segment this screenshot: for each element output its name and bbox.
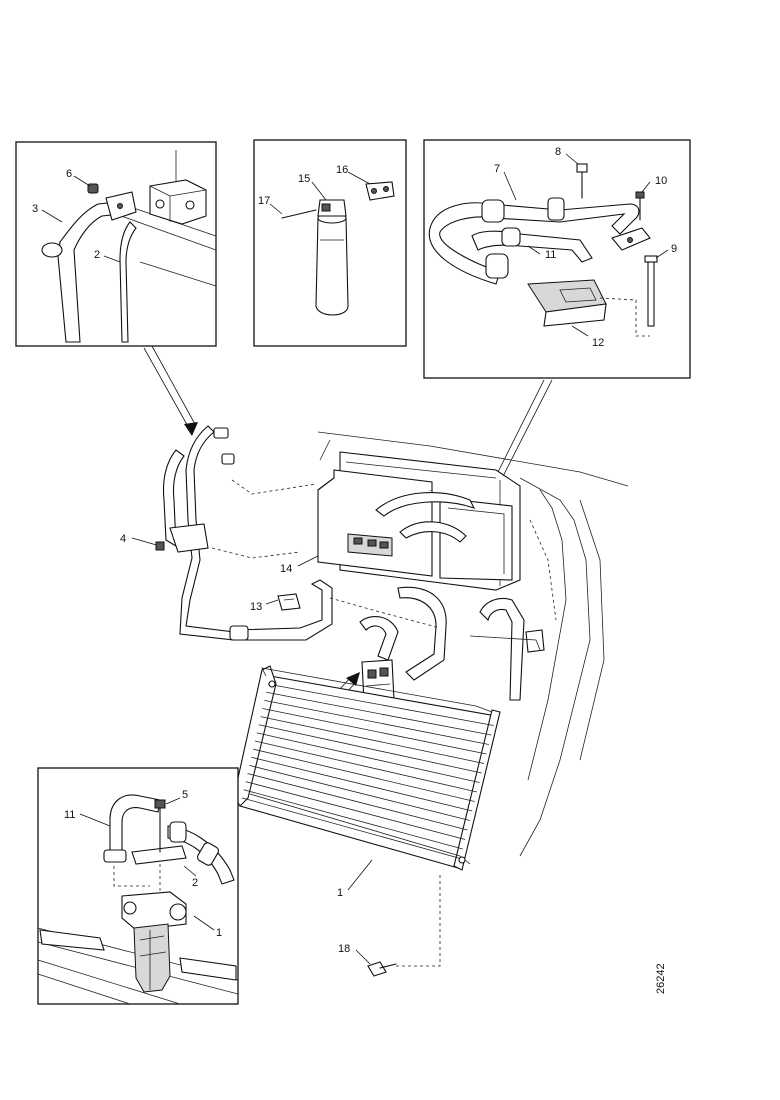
hose-sleeve-1: [481, 199, 505, 223]
screw-17: [281, 209, 317, 219]
condenser-fin: [256, 732, 480, 783]
hose-to-condenser-a: [397, 586, 447, 681]
clip-13: [277, 593, 301, 611]
label-1: 1: [337, 887, 343, 899]
label-4: 4: [120, 533, 126, 545]
condenser-fin: [262, 708, 487, 755]
label-11: 11: [545, 249, 556, 261]
valve-body-1: [121, 891, 187, 931]
condenser-fin: [253, 748, 475, 802]
label-3: 3: [32, 203, 38, 215]
condenser-fin: [249, 764, 470, 821]
body-edge: [317, 431, 629, 487]
label-9: 9: [671, 243, 677, 255]
condenser-right-tank: [453, 709, 501, 871]
label-11-detail: 11: [64, 809, 75, 821]
condenser-fin: [268, 683, 494, 726]
label-18: 18: [338, 943, 350, 955]
label-2-detail: 2: [192, 877, 198, 889]
label-8: 8: [555, 146, 561, 158]
hose-to-condenser-b: [359, 616, 399, 661]
hose-7: [428, 202, 640, 285]
label-6: 6: [66, 168, 72, 180]
inset-pipe-connection: 6 3 2: [15, 141, 217, 347]
hose-sleeve-2: [485, 253, 509, 279]
pipe-3-end: [41, 242, 63, 258]
condenser-core: [239, 675, 497, 869]
blower-housing: [439, 497, 513, 581]
pipe-bracket: [169, 523, 209, 553]
label-1-detail: 1: [216, 927, 222, 939]
nut-6: [87, 183, 99, 194]
label-10: 10: [655, 175, 667, 187]
pipe-2: [119, 221, 137, 343]
condenser-fin: [245, 781, 466, 840]
label-13: 13: [250, 601, 262, 613]
condenser-1: [233, 665, 501, 871]
bolt-9: [647, 259, 655, 327]
pipe-3: [57, 201, 121, 343]
label-17: 17: [258, 195, 270, 207]
label-14: 14: [280, 563, 292, 575]
condenser-fin: [260, 716, 485, 764]
label-5-detail: 5: [182, 789, 188, 801]
inset-receiver-drier: 15 16 17: [253, 139, 407, 347]
inset-condenser-connection: 5 11 2 1: [37, 767, 239, 1005]
condenser-fin: [241, 797, 461, 859]
hose-right: [479, 597, 525, 701]
condenser-fin: [251, 756, 473, 812]
label-7: 7: [494, 163, 500, 175]
flange-plate: [131, 845, 187, 865]
condenser-fin: [258, 724, 482, 774]
condenser-fin: [247, 773, 468, 831]
figure-code: 26242: [655, 963, 667, 994]
condenser-fin: [266, 691, 492, 736]
mounting-bracket: [133, 923, 171, 993]
condenser-fin: [254, 740, 478, 793]
label-2: 2: [94, 249, 100, 261]
inset-hose-assembly: 8 7 10 11 9 12: [423, 139, 691, 379]
condenser-fin: [264, 699, 489, 745]
main-assembly: 4 14 13 1 18: [120, 425, 629, 977]
pipe-11-detail: [109, 794, 161, 861]
label-16: 16: [336, 164, 348, 176]
label-12: 12: [592, 337, 604, 349]
bolt-18: [367, 961, 387, 977]
receiver-drier: [315, 217, 349, 316]
condenser-fin: [243, 789, 463, 850]
label-15: 15: [298, 173, 310, 185]
valve-block: [149, 179, 207, 225]
